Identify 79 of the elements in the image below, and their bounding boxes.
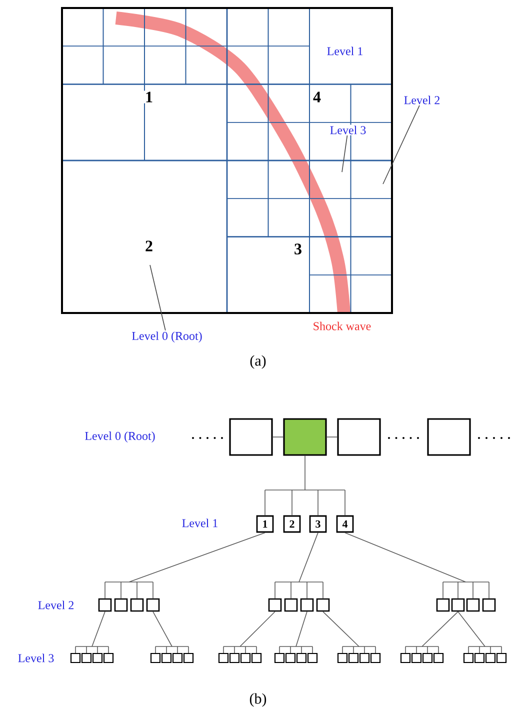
tree-box bbox=[150, 652, 161, 664]
quadrant-number: 2 bbox=[144, 240, 154, 252]
quadrant-number: 4 bbox=[312, 90, 322, 104]
tree-box bbox=[436, 598, 450, 612]
tree-connector bbox=[264, 455, 346, 516]
tree-box bbox=[422, 652, 433, 664]
tree-box bbox=[370, 652, 381, 664]
panel-caption: (b) bbox=[250, 693, 266, 707]
tree-box bbox=[285, 652, 296, 664]
tree-box bbox=[240, 652, 251, 664]
tree-box bbox=[337, 418, 381, 456]
numbered-box: 3 bbox=[309, 515, 327, 533]
tree-box bbox=[172, 652, 183, 664]
tree-box bbox=[130, 598, 144, 612]
link-line bbox=[326, 436, 338, 438]
tree-box bbox=[296, 652, 307, 664]
tree-box bbox=[284, 598, 298, 612]
leader-line bbox=[150, 264, 166, 331]
tree-box bbox=[229, 652, 240, 664]
tree-box bbox=[274, 652, 285, 664]
panel-caption: (a) bbox=[250, 355, 266, 369]
quadrant-number: 1 bbox=[144, 90, 154, 104]
tree-box bbox=[81, 652, 92, 664]
tree-connector bbox=[75, 611, 109, 654]
shock-wave-label: Shock wave bbox=[314, 322, 371, 330]
tree-box bbox=[251, 652, 262, 664]
tree-box bbox=[482, 598, 496, 612]
tree-box bbox=[283, 418, 327, 456]
tree-connector bbox=[405, 611, 458, 654]
tree-box bbox=[463, 652, 474, 664]
tree-box bbox=[103, 652, 114, 664]
tree-box bbox=[466, 598, 480, 612]
tree-box bbox=[359, 652, 370, 664]
tree-connector bbox=[223, 611, 276, 654]
tree-box bbox=[496, 652, 507, 664]
tree-box bbox=[411, 652, 422, 664]
tree-box bbox=[474, 652, 485, 664]
tree-connector bbox=[152, 611, 189, 654]
tree-box bbox=[400, 652, 411, 664]
tree-box bbox=[218, 652, 229, 664]
level-label: Level 2 bbox=[38, 600, 74, 610]
tree-box bbox=[337, 652, 348, 664]
tree-box bbox=[229, 418, 273, 456]
level-label: Level 1 bbox=[182, 518, 218, 528]
tree-box bbox=[98, 598, 112, 612]
quadrant-number: 3 bbox=[293, 242, 303, 256]
tree-box bbox=[433, 652, 444, 664]
tree-connector bbox=[279, 611, 313, 654]
level-label: Level 3 bbox=[18, 654, 54, 662]
tree-connector bbox=[458, 611, 502, 654]
tree-connector bbox=[322, 611, 376, 654]
level-label: Level 2 bbox=[402, 94, 442, 106]
level-label: Level 1 bbox=[327, 46, 362, 56]
tree-box bbox=[161, 652, 172, 664]
tree-box bbox=[70, 652, 81, 664]
tree-box bbox=[348, 652, 359, 664]
tree-box bbox=[300, 598, 314, 612]
numbered-box: 2 bbox=[283, 515, 301, 533]
tree-box bbox=[427, 418, 471, 456]
tree-box bbox=[92, 652, 103, 664]
tree-box bbox=[114, 598, 128, 612]
tree-box bbox=[307, 652, 318, 664]
tree-connector bbox=[104, 532, 266, 599]
level-label: Level 0 (Root) bbox=[85, 432, 155, 442]
level-label: Level 0 (Root) bbox=[130, 330, 204, 344]
tree-connector bbox=[344, 532, 490, 599]
level-label: Level 3 bbox=[328, 124, 368, 136]
tree-box bbox=[183, 652, 194, 664]
tree-connector bbox=[274, 532, 324, 599]
leader-line bbox=[382, 105, 420, 184]
tree-box bbox=[146, 598, 160, 612]
link-line bbox=[272, 436, 284, 438]
numbered-box: 4 bbox=[336, 515, 354, 533]
tree-box bbox=[451, 598, 465, 612]
leader-line bbox=[342, 135, 348, 172]
tree-box bbox=[268, 598, 282, 612]
numbered-box: 1 bbox=[256, 515, 274, 533]
tree-box bbox=[485, 652, 496, 664]
tree-box bbox=[316, 598, 330, 612]
